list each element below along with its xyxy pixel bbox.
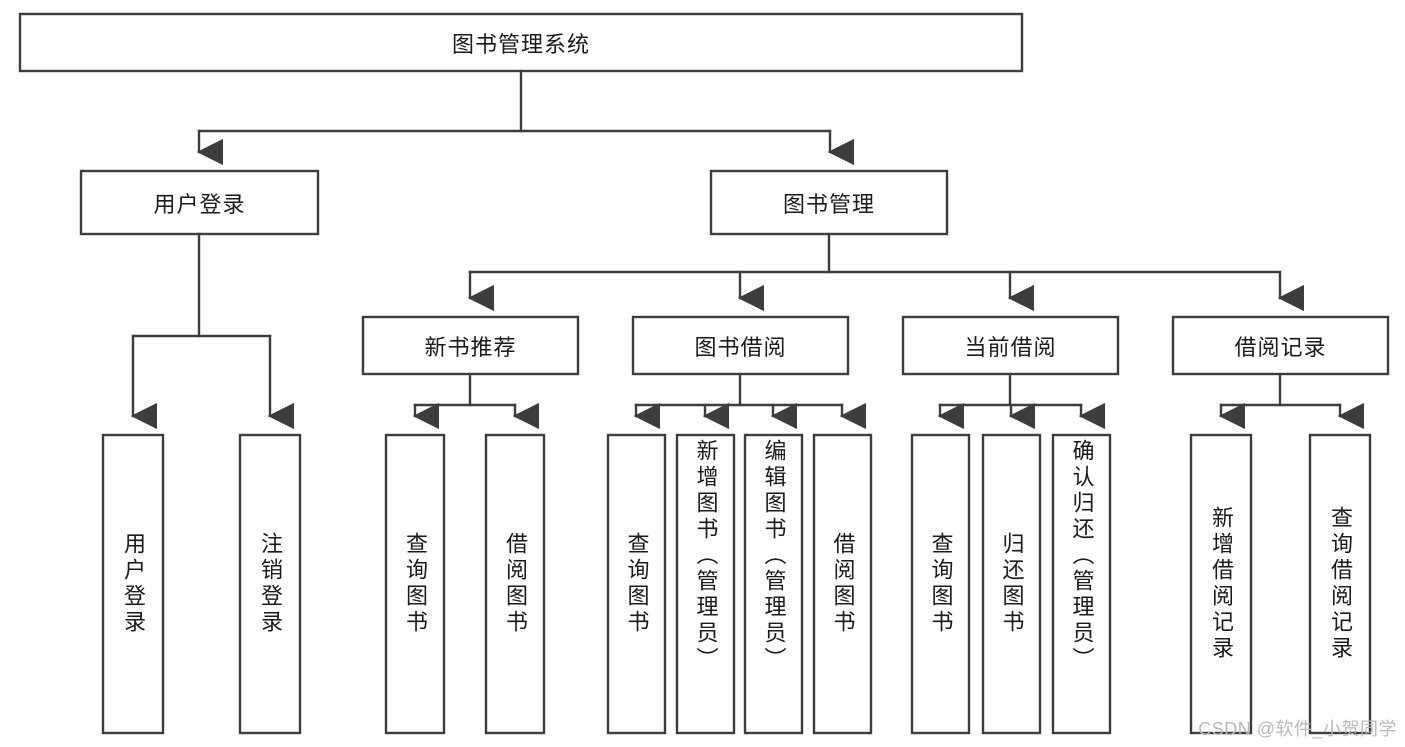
leaf-box-book-borrow-1[interactable]: [675, 433, 736, 735]
node-box-new-book-recommend[interactable]: [361, 315, 580, 376]
node-box-current-borrow[interactable]: [901, 315, 1120, 376]
node-box-root[interactable]: [18, 12, 1024, 73]
leaf-box-current-borrow-2[interactable]: [1051, 433, 1112, 735]
node-box-user-login[interactable]: [79, 169, 320, 236]
leaf-box-current-borrow-0[interactable]: [910, 433, 971, 735]
leaf-box-book-borrow-3[interactable]: [812, 433, 873, 735]
leaf-box-borrow-record-1[interactable]: [1308, 433, 1372, 735]
leaf-box-user-login-1[interactable]: [238, 433, 302, 735]
leaf-box-new-book-0[interactable]: [384, 433, 446, 735]
watermark: CSDN @软件_小贺同学: [1198, 719, 1397, 739]
leaf-box-borrow-record-0[interactable]: [1189, 433, 1253, 735]
leaf-box-new-book-1[interactable]: [484, 433, 546, 735]
leaf-box-book-borrow-2[interactable]: [743, 433, 804, 735]
node-box-borrow-record[interactable]: [1171, 315, 1390, 376]
leaf-box-user-login-0[interactable]: [101, 433, 165, 735]
node-box-book-management[interactable]: [709, 169, 949, 236]
leaf-box-book-borrow-0[interactable]: [606, 433, 667, 735]
node-box-book-borrow[interactable]: [631, 315, 850, 376]
leaf-box-current-borrow-1[interactable]: [981, 433, 1042, 735]
